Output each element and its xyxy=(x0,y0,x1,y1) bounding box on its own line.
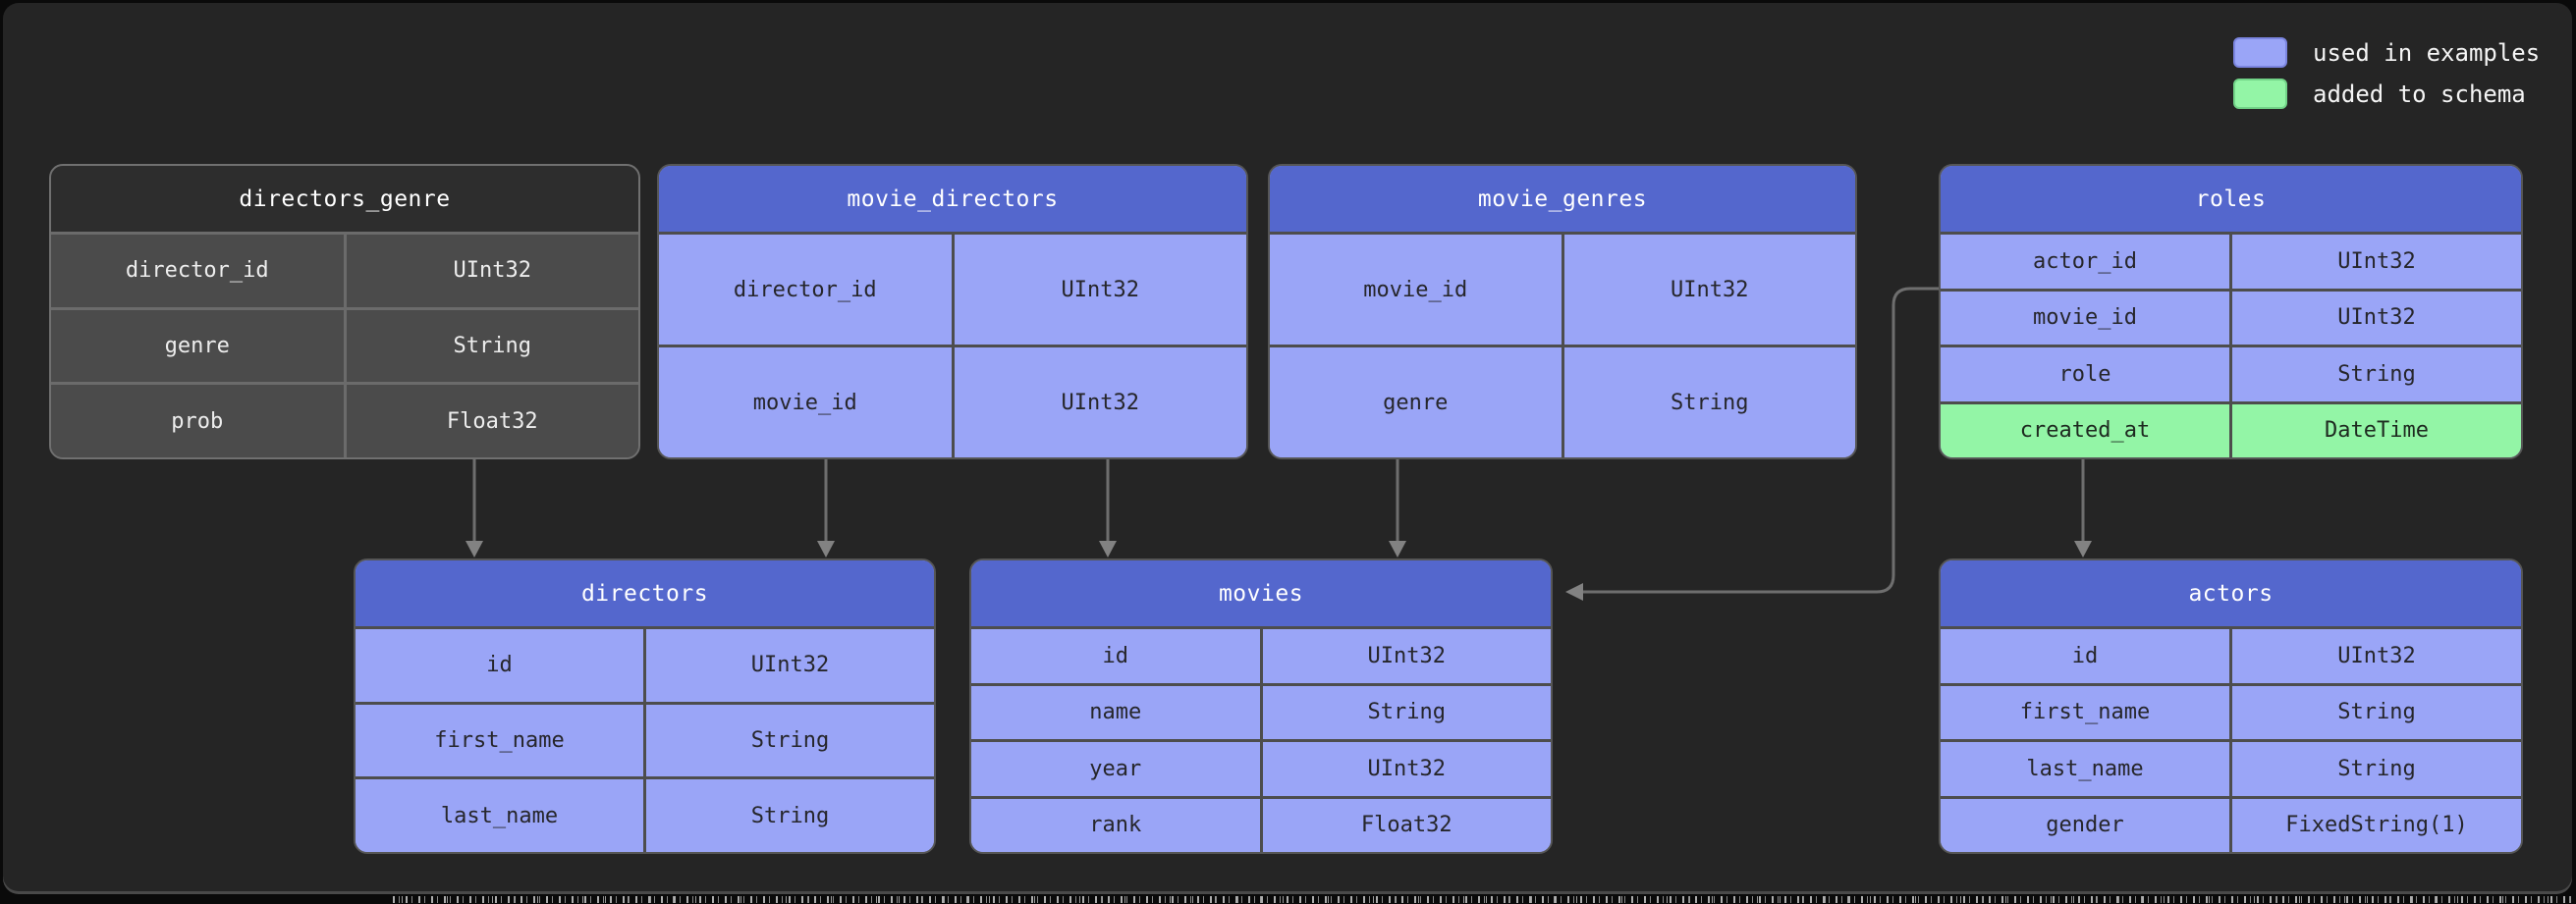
field-name-cell: id xyxy=(2071,643,2099,668)
field-name-cell: name xyxy=(1089,700,1142,725)
field-type-cell: String xyxy=(1259,685,1552,739)
field-type-cell: UInt32 xyxy=(951,235,1247,345)
field-type-cell: UInt32 xyxy=(1259,629,1552,683)
table-body: movie_id UInt32 genre String xyxy=(1270,232,1855,457)
table-row: gender FixedString(1) xyxy=(1941,795,2521,852)
field-name-cell: first_name xyxy=(2019,700,2151,725)
legend-item-used-in-examples: used in examples xyxy=(2233,37,2540,68)
table-row: genre String xyxy=(1270,345,1855,457)
table-row: year UInt32 xyxy=(971,739,1551,796)
table-row: movie_id UInt32 xyxy=(1941,288,2521,345)
table-row: movie_id UInt32 xyxy=(1270,232,1855,345)
field-name-cell: genre xyxy=(164,334,230,358)
table-title: roles xyxy=(1941,166,2521,232)
table-row: movie_id UInt32 xyxy=(659,345,1246,457)
field-type-cell: DateTime xyxy=(2229,403,2521,457)
table-title: movie_directors xyxy=(659,166,1246,232)
legend-item-added-to-schema: added to schema xyxy=(2233,79,2528,109)
table-title: actors xyxy=(1941,560,2521,626)
field-type-cell: String xyxy=(1561,347,1856,457)
field-type-cell: String xyxy=(643,704,934,777)
field-type-cell: Float32 xyxy=(343,385,639,457)
field-type-cell: UInt32 xyxy=(2229,629,2521,683)
field-name-cell: role xyxy=(2058,361,2111,387)
table-title: directors_genre xyxy=(51,166,638,232)
field-type-cell: UInt32 xyxy=(343,235,639,307)
table-row: role String xyxy=(1941,345,2521,401)
table-title: movies xyxy=(971,560,1551,626)
field-name-cell: actor_id xyxy=(2033,248,2137,274)
field-name-cell: genre xyxy=(1383,390,1449,415)
field-name-cell: created_at xyxy=(2019,418,2151,444)
table-row: id UInt32 xyxy=(356,626,934,702)
legend-swatch-green-icon xyxy=(2233,79,2287,109)
field-name-cell: movie_id xyxy=(2033,305,2137,331)
table-row: created_at DateTime xyxy=(1941,400,2521,457)
field-type-cell: String xyxy=(2229,742,2521,796)
table-row: id UInt32 xyxy=(971,626,1551,683)
field-type-cell: String xyxy=(2229,347,2521,401)
field-name-cell: prob xyxy=(171,408,224,434)
field-name-cell: year xyxy=(1089,756,1142,781)
field-type-cell: String xyxy=(343,309,639,383)
field-type-cell: Float32 xyxy=(1259,798,1552,852)
field-type-cell: UInt32 xyxy=(1561,235,1856,345)
field-name-cell: movie_id xyxy=(1363,277,1468,302)
field-type-cell: UInt32 xyxy=(951,347,1247,457)
field-name-cell: first_name xyxy=(434,728,565,753)
table-row: actor_id UInt32 xyxy=(1941,232,2521,289)
table-row: first_name String xyxy=(1941,682,2521,739)
field-type-cell: String xyxy=(643,779,934,852)
field-type-cell: UInt32 xyxy=(2229,235,2521,289)
field-type-cell: String xyxy=(2229,685,2521,739)
field-name-cell: movie_id xyxy=(752,390,857,415)
field-name-cell: id xyxy=(486,653,513,678)
table-body: director_id UInt32 genre String prob Float32 xyxy=(51,232,638,457)
table-movie-genres: movie_genres movie_id UInt32 genre String xyxy=(1268,164,1857,459)
table-row: prob Float32 xyxy=(51,382,638,457)
field-name-cell: director_id xyxy=(125,258,269,284)
table-row: first_name String xyxy=(356,701,934,777)
legend: used in examples added to schema xyxy=(2233,37,2540,122)
clipped-bottom-text xyxy=(393,896,2576,903)
table-row: id UInt32 xyxy=(1941,626,2521,683)
table-row: rank Float32 xyxy=(971,795,1552,852)
table-row: director_id UInt32 xyxy=(51,232,638,307)
field-name-cell: rank xyxy=(1089,813,1142,838)
table-title: directors xyxy=(356,560,934,626)
table-row: name String xyxy=(971,682,1552,739)
field-type-cell: UInt32 xyxy=(643,629,934,702)
field-type-cell: FixedString(1) xyxy=(2229,798,2521,852)
legend-swatch-blue-icon xyxy=(2233,37,2287,68)
field-name-cell: director_id xyxy=(733,277,877,302)
table-row: genre String xyxy=(51,306,639,383)
field-type-cell: UInt32 xyxy=(2229,291,2521,345)
legend-label: used in examples xyxy=(2313,38,2541,67)
legend-label: added to schema xyxy=(2313,80,2526,108)
table-row: last_name String xyxy=(1941,739,2521,796)
field-name-cell: gender xyxy=(2046,813,2124,838)
table-row: last_name String xyxy=(356,776,934,852)
table-directors-genre: directors_genre director_id UInt32 genre St… xyxy=(49,164,640,459)
field-type-cell: UInt32 xyxy=(1259,742,1552,796)
table-title: movie_genres xyxy=(1270,166,1855,232)
field-name-cell: last_name xyxy=(440,803,559,828)
field-name-cell: id xyxy=(1102,643,1129,668)
table-row: director_id UInt32 xyxy=(659,232,1246,345)
field-name-cell: last_name xyxy=(2026,756,2144,781)
